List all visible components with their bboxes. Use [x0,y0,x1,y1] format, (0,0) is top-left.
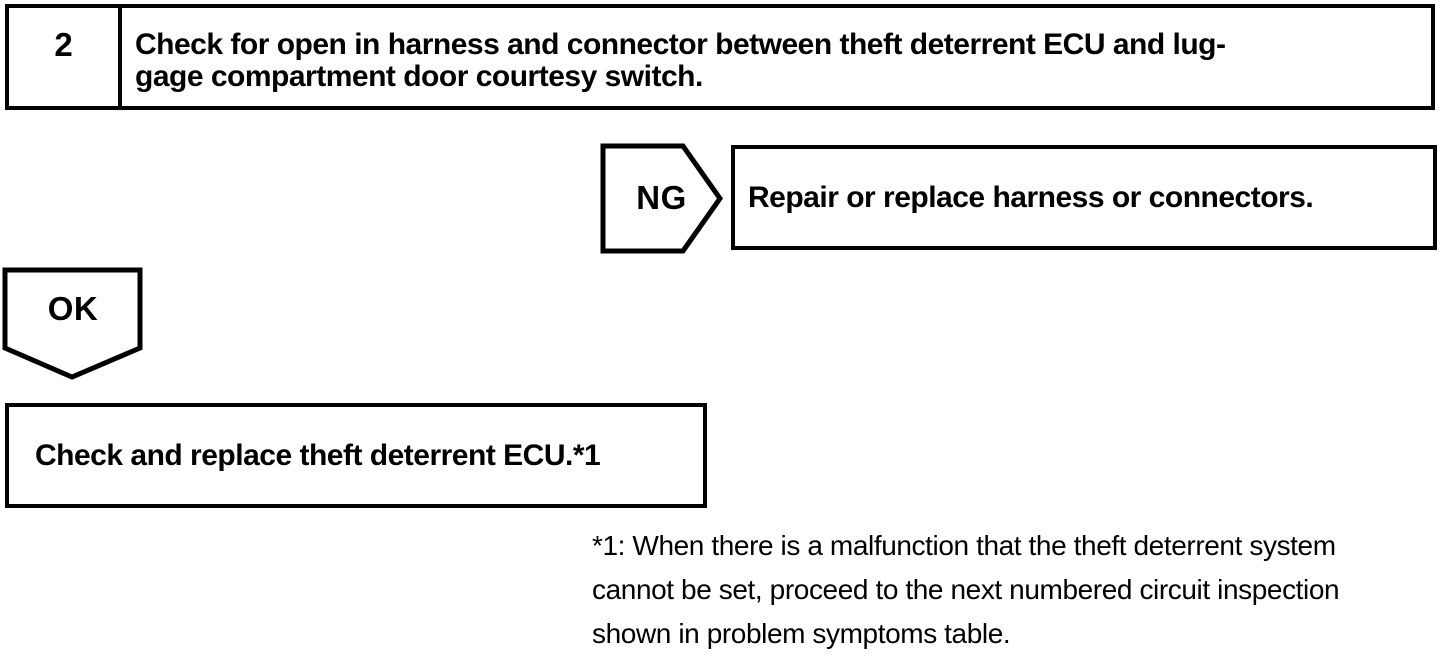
footnote-line-3: shown in problem symptoms table. [592,618,1011,649]
ng-connector: NG [598,141,725,256]
ng-arrow-shape [600,143,724,254]
footnote-line-1: *1: When there is a malfunction that the… [592,530,1336,561]
step-instruction-line-1: Check for open in harness and connector … [135,28,1226,61]
step-instruction-line-2: gage compartment door courtesy switch. [135,60,703,93]
ng-label: NG [636,178,687,216]
footnote: *1: When there is a malfunction that the… [592,524,1454,656]
step-box: 2 Check for open in harness and connecto… [5,4,1435,110]
ok-label: OK [47,290,99,327]
footnote-line-2: cannot be set, proceed to the next numbe… [592,574,1340,605]
ok-connector: OK [1,266,145,382]
ok-arrow-shape [2,267,143,380]
ok-action-box: Check and replace theft deterrent ECU.*1 [5,403,707,508]
step-number: 2 [9,8,122,106]
ng-action-text: Repair or replace harness or connectors. [748,180,1314,214]
ok-action-text: Check and replace theft deterrent ECU.*1 [35,438,601,472]
ng-action-box: Repair or replace harness or connectors. [731,145,1437,250]
step-instruction: Check for open in harness and connector … [122,8,1236,106]
